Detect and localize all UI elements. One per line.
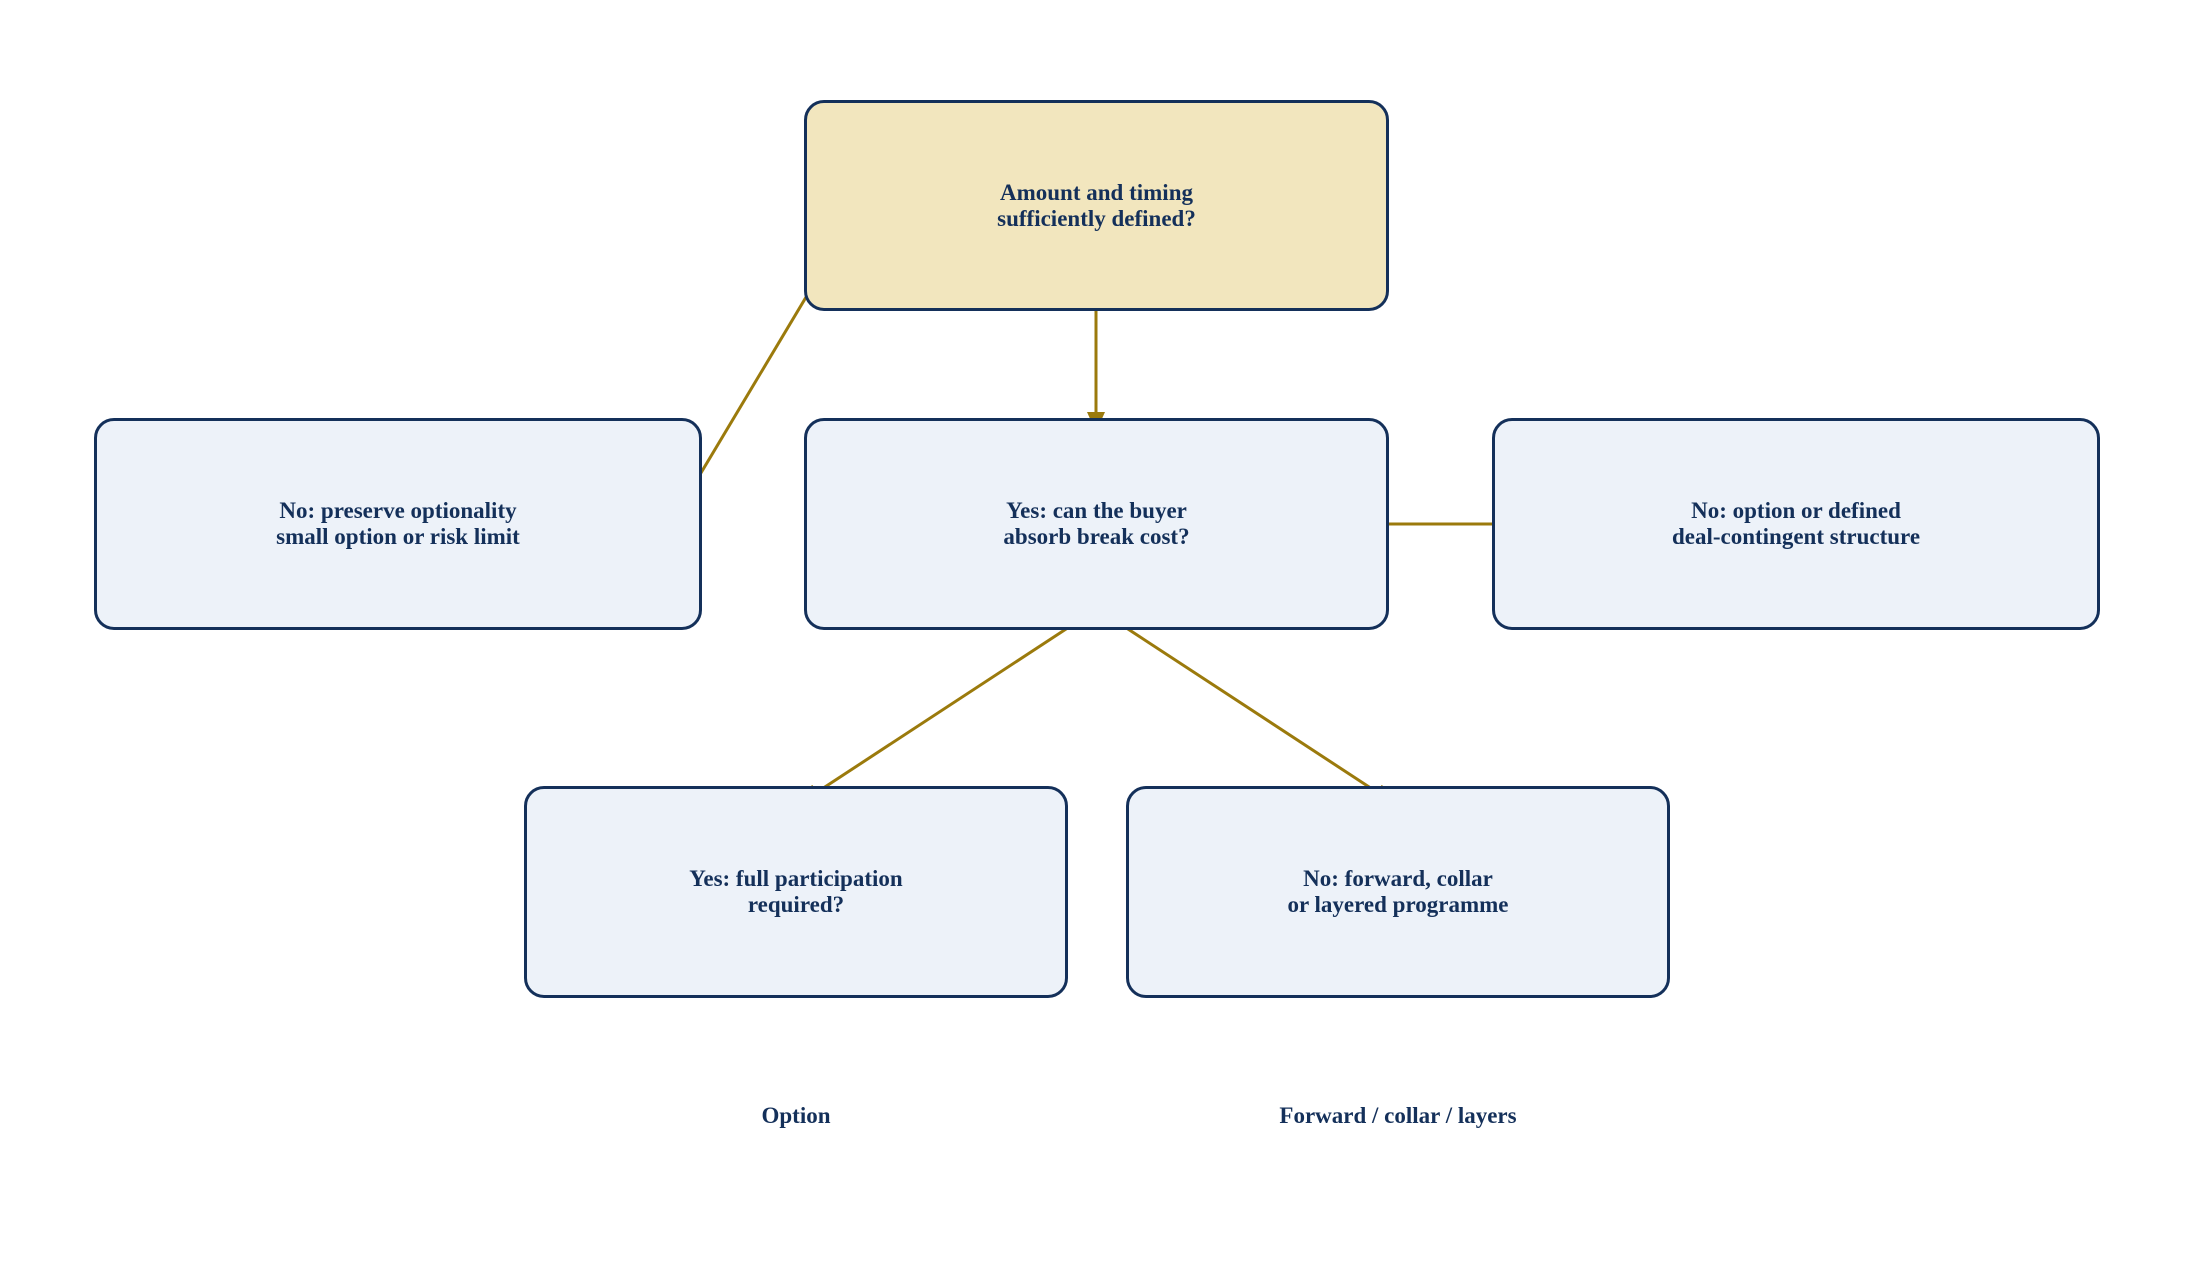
node-no-option-line-2: deal-contingent structure	[1671, 524, 1921, 549]
node-yes-full: Yes: full participation required?	[524, 786, 1068, 998]
node-yes-buyer-line-2: absorb break cost?	[1003, 524, 1190, 549]
node-root: Amount and timing sufficiently defined?	[804, 100, 1389, 311]
node-yes-buyer: Yes: can the buyer absorb break cost?	[804, 418, 1389, 630]
node-yes-full-line-2: required?	[747, 892, 845, 917]
outcome-option-label: Option	[761, 1103, 831, 1128]
arrow-yes-buyer-to-no-forward	[1101, 610, 1394, 804]
node-root-line-2: sufficiently defined?	[997, 205, 1196, 231]
node-no-preserve: No: preserve optionality small option or…	[94, 418, 702, 630]
node-no-forward-line-1: No: forward, collar	[1303, 866, 1493, 891]
node-root-line-1: Amount and timing	[1000, 179, 1193, 205]
outcome-forward-label: Forward / collar / layers	[1279, 1103, 1517, 1128]
node-yes-buyer-line-1: Yes: can the buyer	[1006, 498, 1187, 523]
node-no-forward: No: forward, collar or layered programme	[1126, 786, 1670, 998]
node-yes-full-line-1: Yes: full participation	[689, 866, 903, 891]
arrow-yes-buyer-to-yes-full	[800, 610, 1093, 804]
node-no-preserve-line-1: No: preserve optionality	[279, 498, 517, 523]
node-no-forward-line-2: or layered programme	[1287, 892, 1509, 917]
node-no-preserve-line-2: small option or risk limit	[276, 524, 520, 549]
node-no-option-line-1: No: option or defined	[1691, 498, 1901, 523]
node-no-option: No: option or defined deal-contingent st…	[1492, 418, 2100, 630]
